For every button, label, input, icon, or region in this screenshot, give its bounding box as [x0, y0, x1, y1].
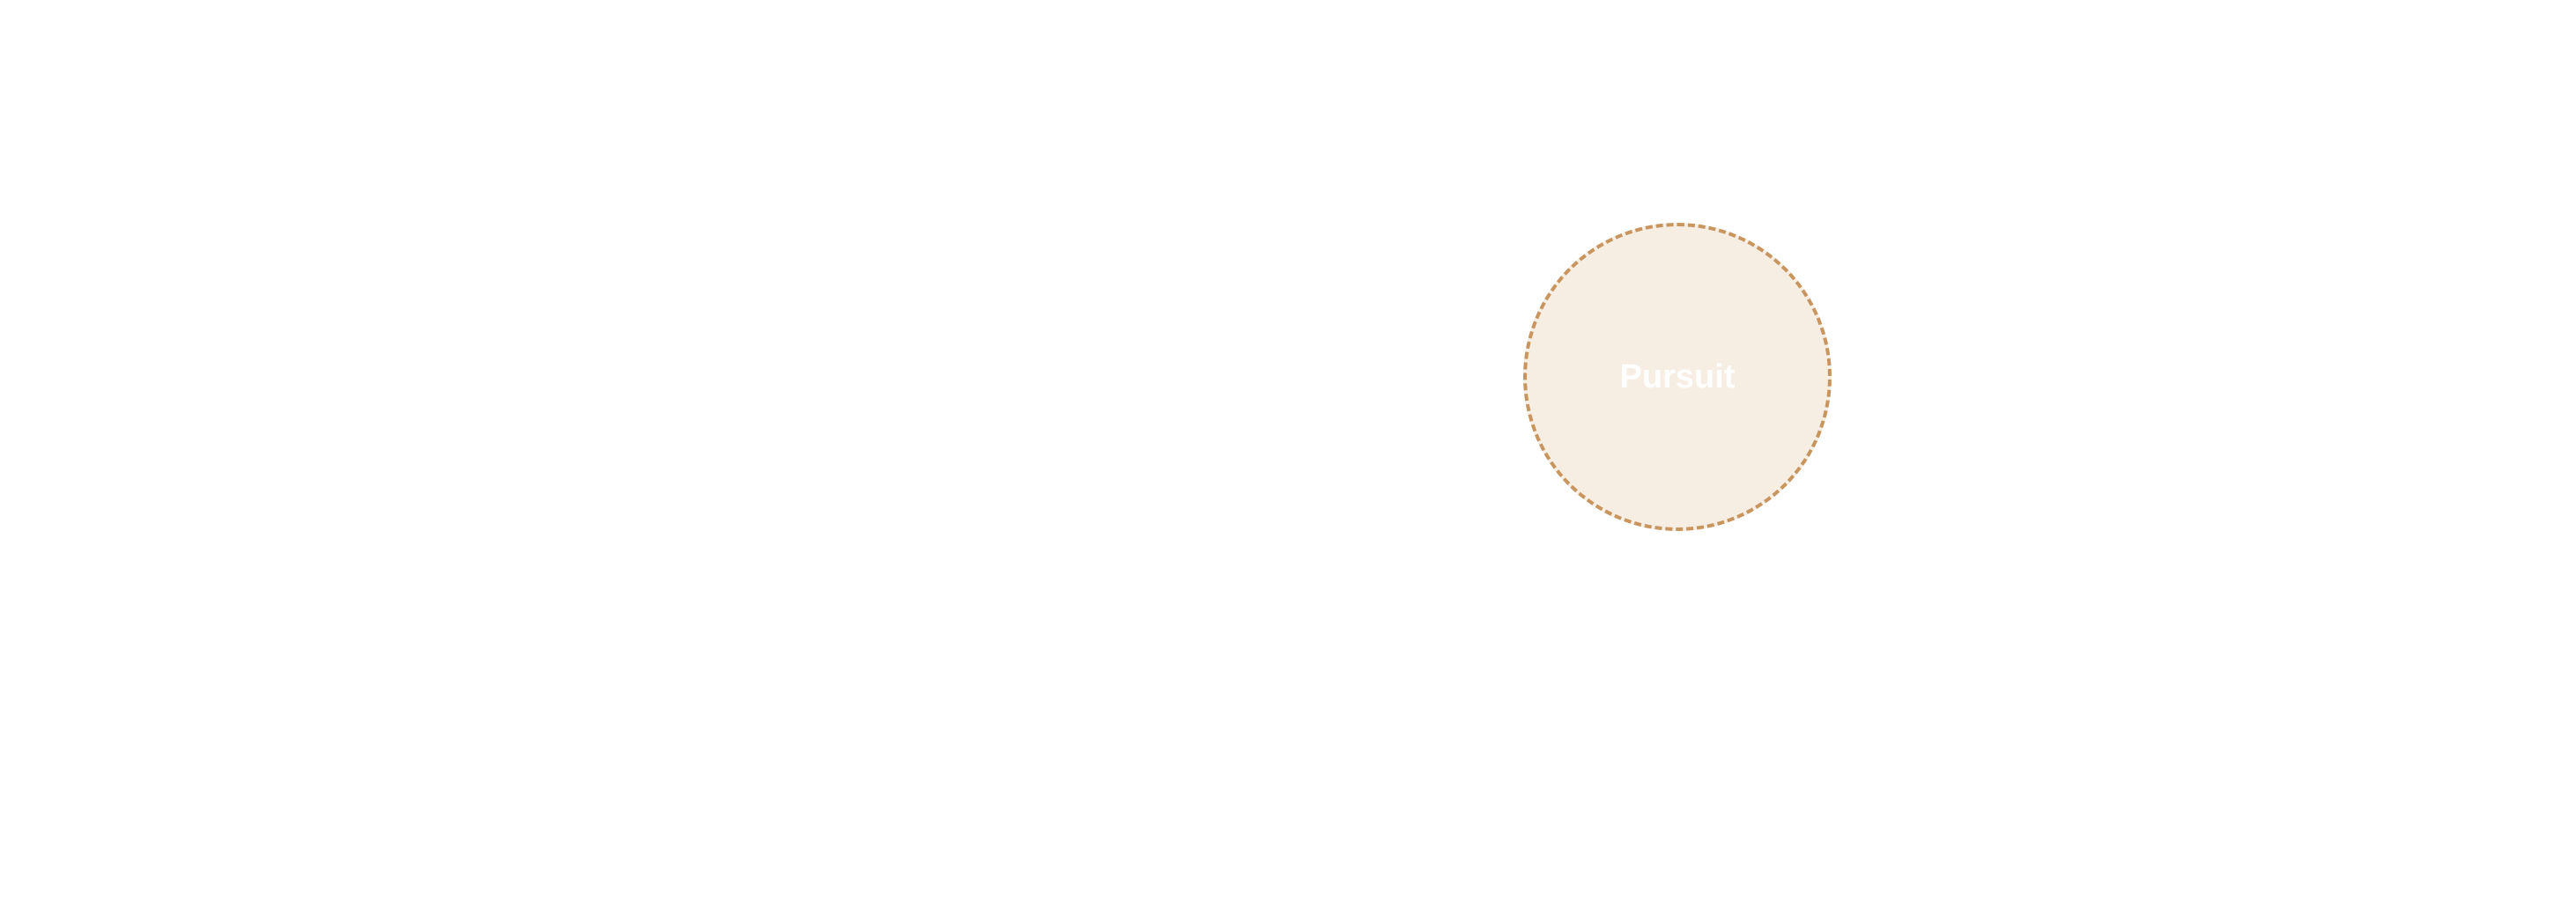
node-label: Pursuit [1619, 358, 1736, 395]
pursuit-node[interactable]: Pursuit [1523, 223, 1832, 531]
